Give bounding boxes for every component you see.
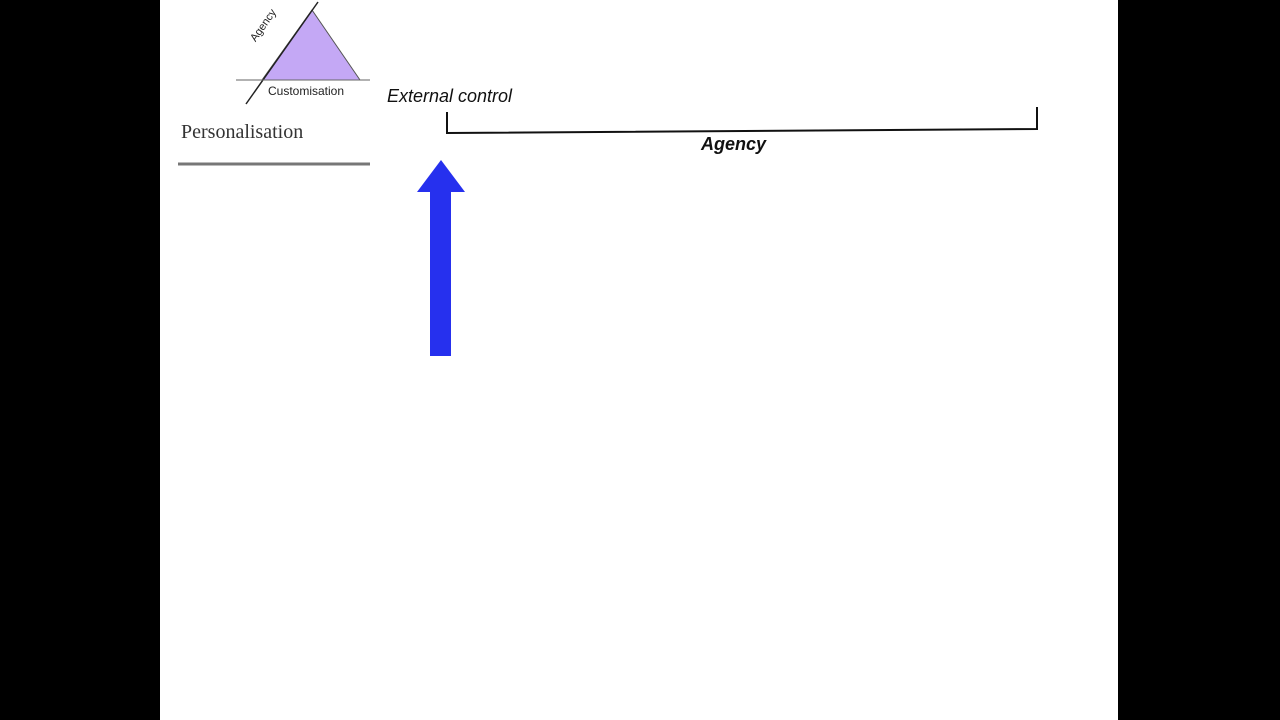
slide: Agency Customisation Personalisation Ext…: [160, 0, 1118, 720]
logo-customisation-label: Customisation: [268, 84, 345, 98]
up-arrow: [417, 160, 465, 356]
external-control-label: External control: [387, 86, 513, 106]
diagram-canvas: [178, 1, 1038, 356]
logo-title: Personalisation: [181, 121, 304, 143]
logo-triangle: [261, 9, 361, 81]
agency-bracket-label: Agency: [701, 134, 767, 154]
logo-diagonal-line: [245, 1, 319, 105]
agency-bracket: [446, 107, 1038, 135]
